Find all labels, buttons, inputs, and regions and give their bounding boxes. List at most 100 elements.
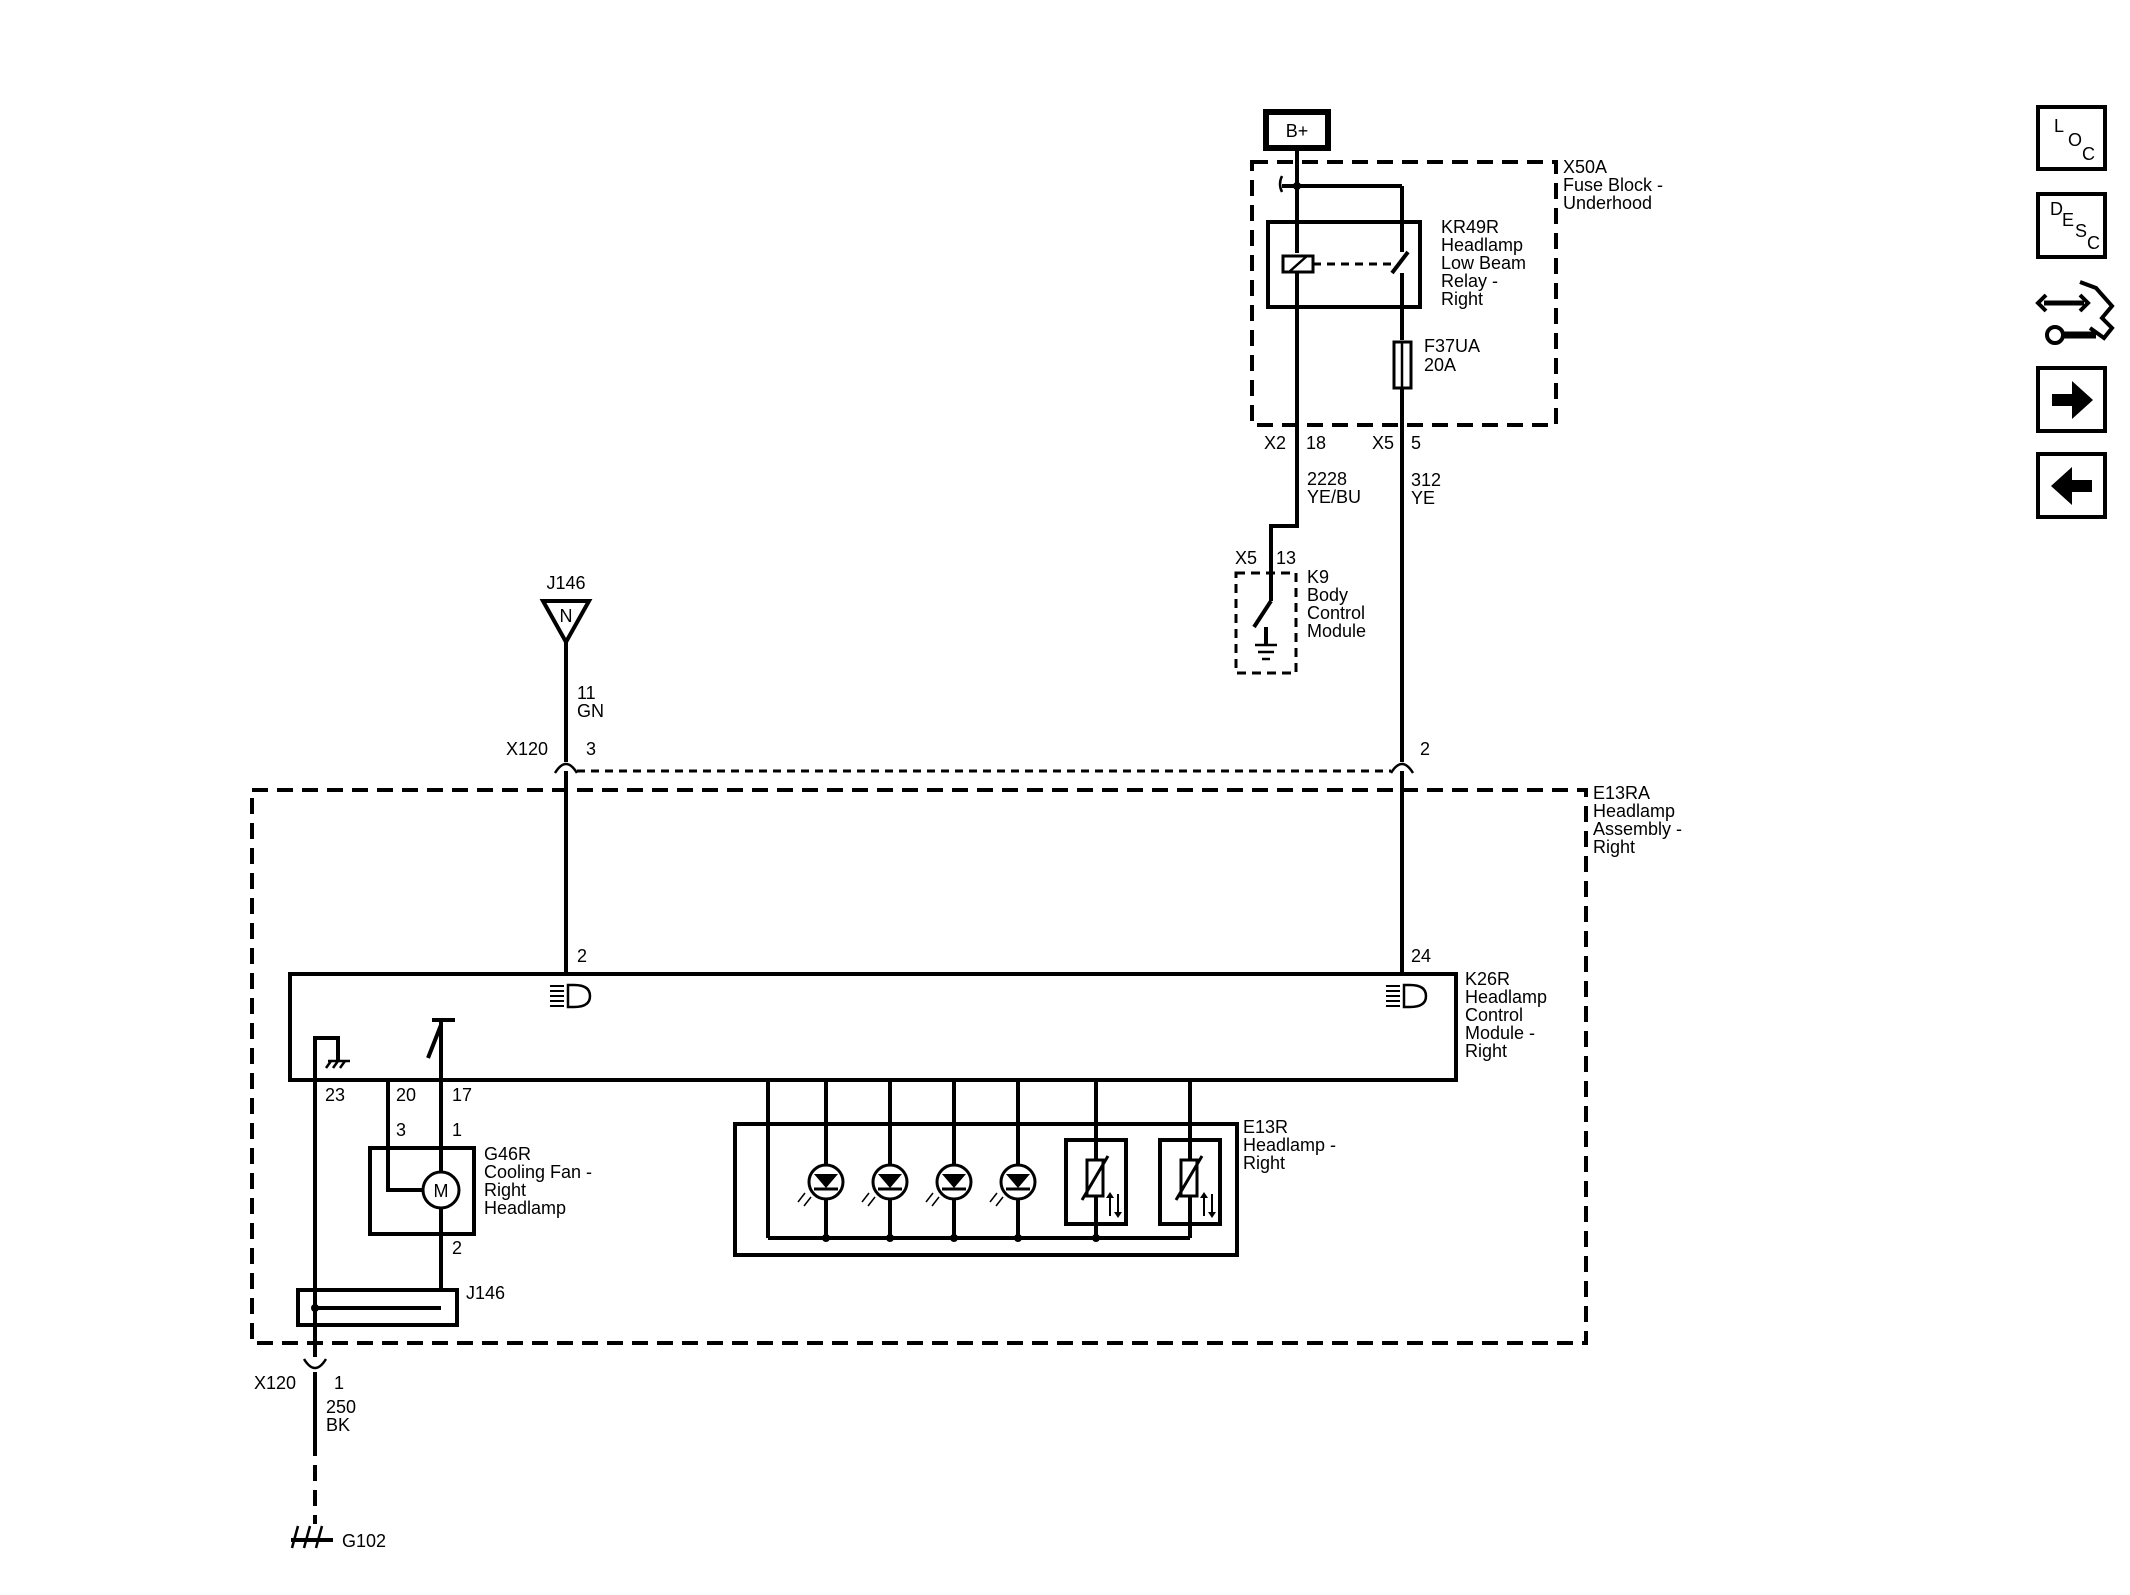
wire-250-label: 250 BK [326,1397,356,1435]
splice-bottom-dot [311,1304,319,1312]
svg-text:Relay -: Relay - [1441,271,1498,291]
svg-text:X2: X2 [1264,433,1286,453]
svg-text:Right: Right [484,1180,526,1200]
svg-text:YE/BU: YE/BU [1307,487,1361,507]
svg-text:18: 18 [1306,433,1326,453]
svg-text:Body: Body [1307,585,1348,605]
svg-text:Cooling Fan -: Cooling Fan - [484,1162,592,1182]
fan-internal-wire [386,1148,425,1192]
relay-switch-contact [1390,250,1410,275]
x120-pin3-symbol [553,762,579,774]
svg-text:3: 3 [586,739,596,759]
description-button[interactable]: D E S C [2036,192,2107,259]
bcm-connector-label: X5 13 [1235,548,1296,568]
svg-text:O: O [2068,130,2082,150]
fan-label: G46R Cooling Fan - Right Headlamp [484,1144,592,1218]
svg-text:KR49R: KR49R [1441,217,1499,237]
svg-text:Assembly -: Assembly - [1593,819,1682,839]
svg-text:2: 2 [577,946,587,966]
control-module-body [288,972,1458,1082]
bcm-switch-symbol [1252,599,1273,629]
relay-body [1266,220,1422,309]
fuse-block-outline [1250,160,1558,427]
svg-text:Right: Right [1441,289,1483,309]
led-icon-3 [925,1163,973,1238]
svg-text:X50A: X50A [1563,157,1607,177]
x120-top-connector-label: X120 3 2 [506,739,1430,759]
headlamp-output-icon-left [550,983,592,1009]
led-icon-4 [989,1163,1037,1238]
control-module-bottom-pins: 23 20 17 [325,1085,472,1105]
headlamp-feed-wires [766,1080,1192,1238]
svg-text:G46R: G46R [484,1144,531,1164]
headlamp-assembly-label: E13RA Headlamp Assembly - Right [1593,783,1682,857]
description-icon: D E S C [2050,199,2100,253]
svg-text:Module: Module [1307,621,1366,641]
svg-text:Headlamp: Headlamp [1441,235,1523,255]
location-button[interactable]: L O C [2036,105,2107,171]
next-page-button[interactable] [2036,366,2107,433]
splice-top-label: J146 [546,573,585,593]
svg-text:2: 2 [452,1238,462,1258]
svg-text:Underhood: Underhood [1563,193,1652,213]
svg-text:X120: X120 [254,1373,296,1393]
headlamp-assembly-outline [250,788,1588,1345]
svg-text:24: 24 [1411,946,1431,966]
svg-text:D: D [2050,199,2063,219]
x120-pin2-symbol [1389,762,1415,774]
svg-text:X5: X5 [1372,433,1394,453]
wire-11-label: 11 GN [577,683,604,721]
bcm-outline [1234,571,1298,675]
splice-bottom-block [296,1288,459,1327]
location-icon: L O C [2054,116,2095,164]
svg-text:11: 11 [577,683,596,703]
fan-pin-labels: 3 1 2 [396,1120,462,1258]
ground-label: G102 [342,1531,386,1551]
svg-text:1: 1 [452,1120,462,1140]
led-icon-2 [861,1163,909,1238]
headlamp-output-icon-right [1386,983,1428,1009]
svg-text:Right: Right [1593,837,1635,857]
svg-text:S: S [2075,221,2087,241]
fuse-block-connector-labels: X2 18 X5 5 [1264,433,1421,453]
svg-text:E: E [2062,210,2074,230]
svg-text:Headlamp: Headlamp [484,1198,566,1218]
svg-text:250: 250 [326,1397,356,1417]
previous-page-button[interactable] [2036,452,2107,519]
svg-text:F37UA: F37UA [1424,336,1480,356]
svg-text:Right: Right [1465,1041,1507,1061]
svg-text:2228: 2228 [1307,469,1347,489]
svg-text:13: 13 [1276,548,1296,568]
fuse-label: F37UA 20A [1424,336,1480,375]
relay-label: KR49R Headlamp Low Beam Relay - Right [1441,217,1526,309]
chassis-ground-icon [290,1525,333,1549]
svg-text:L: L [2054,116,2064,136]
svg-text:E13RA: E13RA [1593,783,1650,803]
x120-bottom-connector-label: X120 1 [254,1373,344,1393]
wire-2228-label: 2228 YE/BU [1307,469,1361,507]
wire-312-label: 312 YE [1411,470,1441,508]
bcm-ground-icon [1255,643,1277,661]
svg-text:K26R: K26R [1465,969,1510,989]
svg-text:YE: YE [1411,488,1435,508]
svg-text:23: 23 [325,1085,345,1105]
svg-text:Low Beam: Low Beam [1441,253,1526,273]
svg-text:Right: Right [1243,1153,1285,1173]
svg-text:C: C [2087,233,2100,253]
control-module-label: K26R Headlamp Control Module - Right [1465,969,1547,1061]
svg-text:E13R: E13R [1243,1117,1288,1137]
svg-text:X5: X5 [1235,548,1257,568]
connector-repair-button[interactable] [2035,280,2115,345]
x120-pin1-symbol [302,1358,328,1370]
fan-motor-icon: M [421,1170,461,1210]
svg-text:3: 3 [396,1120,406,1140]
svg-text:C: C [2082,144,2095,164]
svg-text:5: 5 [1411,433,1421,453]
fuse-block-label: X50A Fuse Block - Underhood [1563,157,1663,213]
svg-text:2: 2 [1420,739,1430,759]
splice-top-triangle [539,599,593,647]
svg-text:K9: K9 [1307,567,1329,587]
headlamp-body [733,1122,1239,1257]
svg-text:Control: Control [1307,603,1365,623]
battery-positive-terminal: B+ [1263,109,1331,151]
